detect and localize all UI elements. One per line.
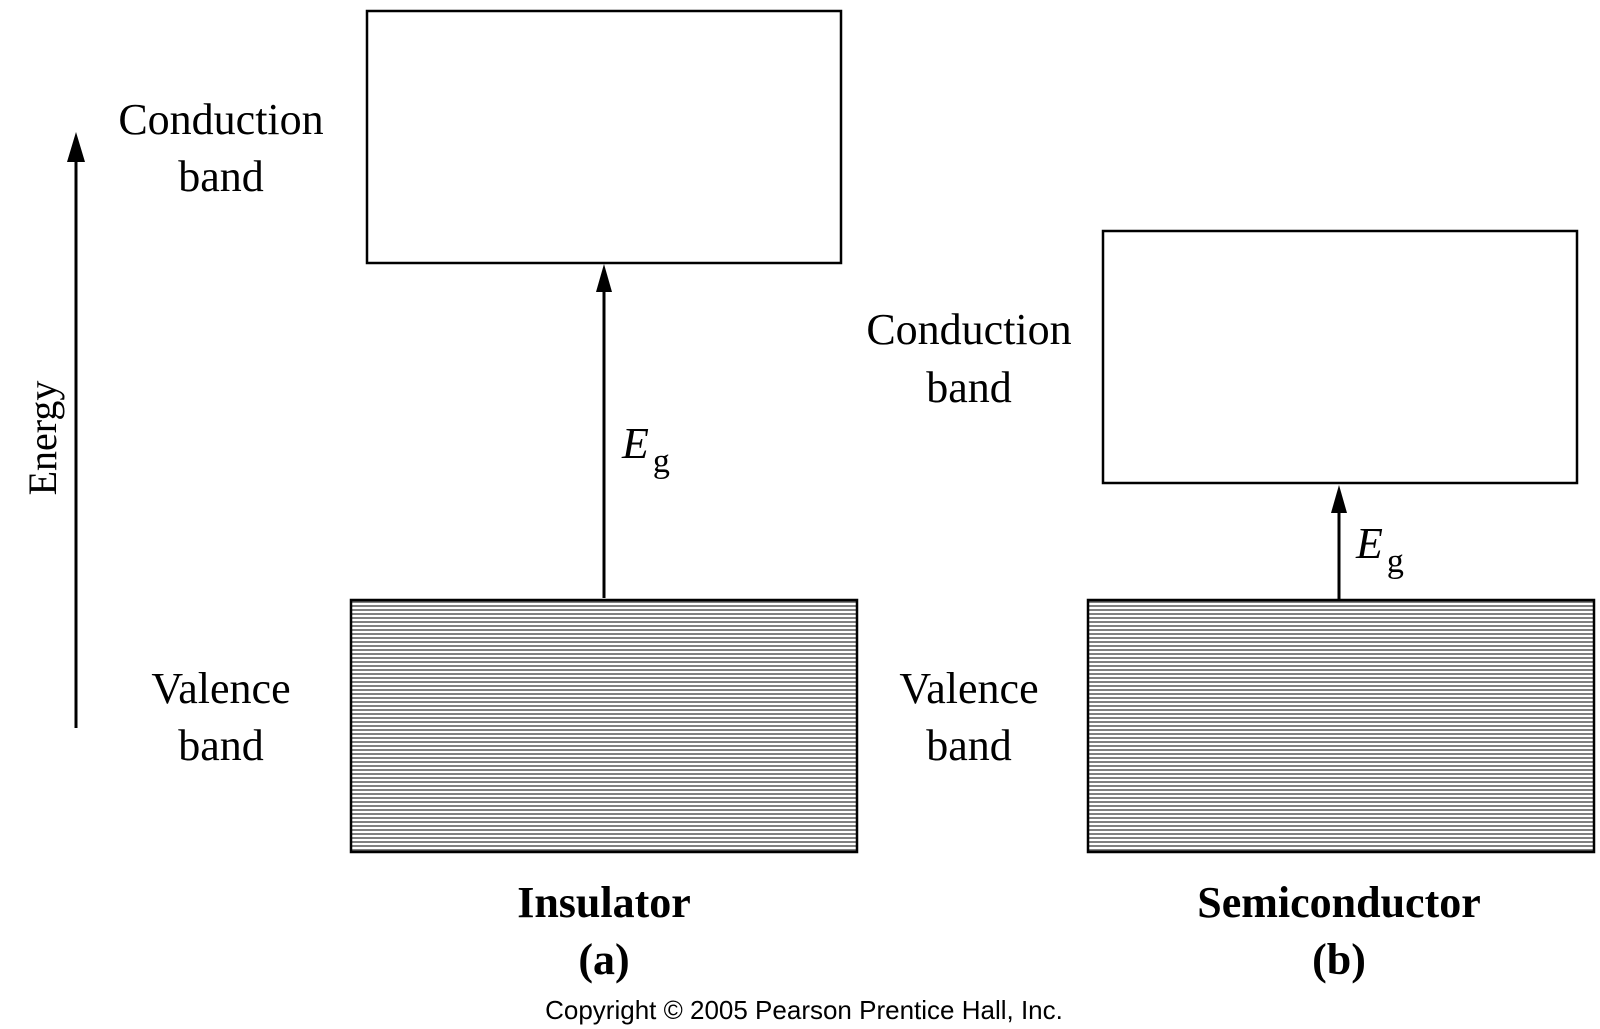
insulator-tag: (a)	[578, 935, 629, 984]
insulator-conduction-band	[365, 9, 843, 265]
insulator-valence-label-line1: Valence	[151, 664, 290, 713]
insulator-conduction-label-line2: band	[178, 152, 264, 201]
insulator-gap-arrowhead	[596, 264, 612, 292]
copyright-notice: Copyright © 2005 Pearson Prentice Hall, …	[545, 995, 1063, 1025]
semiconductor-gap-arrowhead	[1331, 485, 1347, 513]
energy-axis-label: Energy	[20, 381, 65, 496]
insulator-valence-band	[349, 598, 859, 854]
semiconductor-conduction-band	[1101, 229, 1579, 485]
semiconductor-valence-label-line1: Valence	[899, 664, 1038, 713]
semiconductor-valence-band	[1086, 598, 1596, 854]
semiconductor-tag: (b)	[1312, 935, 1366, 984]
insulator-title: Insulator	[517, 878, 691, 927]
semiconductor-conduction-label-line2: band	[926, 363, 1012, 412]
energy-axis-arrowhead	[67, 132, 85, 162]
energy-axis: Energy	[20, 132, 85, 728]
insulator-valence-label-line2: band	[178, 721, 264, 770]
semiconductor-valence-label-line2: band	[926, 721, 1012, 770]
semiconductor-conduction-label-line1: Conduction	[866, 305, 1071, 354]
semiconductor-title: Semiconductor	[1197, 878, 1481, 927]
insulator-conduction-label-line1: Conduction	[118, 95, 323, 144]
